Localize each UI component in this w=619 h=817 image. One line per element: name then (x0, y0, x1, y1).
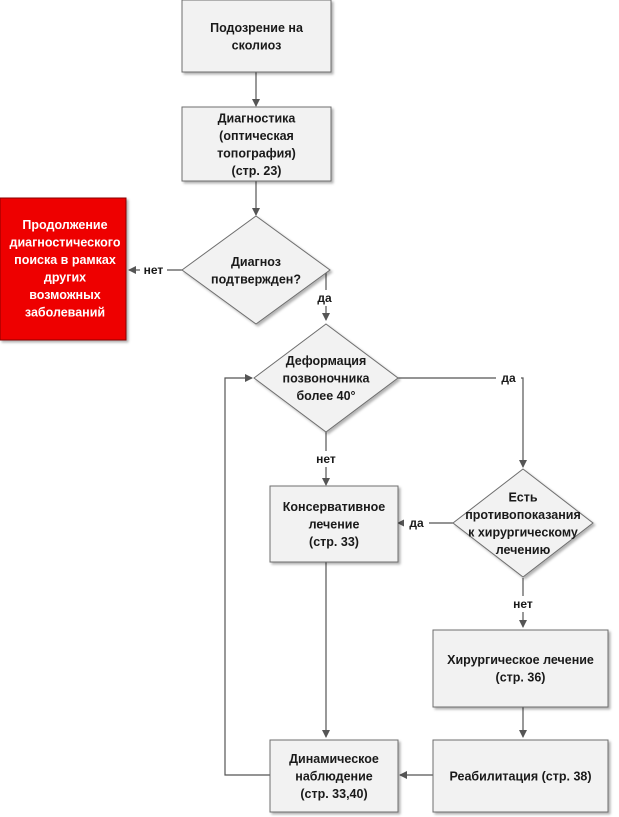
label-diagnosis-yes: да (317, 291, 332, 305)
label-contra-no: нет (513, 597, 533, 611)
node-text-line: сколиоз (232, 38, 282, 52)
node-text-line: наблюдение (295, 770, 372, 784)
node-text-line: подтвержден? (211, 272, 301, 286)
node-text-line: лечению (496, 543, 551, 557)
edge-labels: нет да да нет да нет (140, 262, 537, 612)
node-text-line: поиска в рамках (14, 253, 116, 267)
node-text-line: более 40° (296, 389, 355, 403)
box-diagnostics (181, 106, 332, 182)
node-text-line: Хирургическое лечение (447, 653, 594, 667)
node-text-line: возможных (29, 288, 101, 302)
node-text-line: Диагностика (218, 111, 297, 125)
node-text-line: противопоказания (465, 508, 581, 522)
text-deformation: Деформация позвоночника более 40° (283, 354, 371, 403)
node-text-line: Динамическое (289, 752, 379, 766)
label-deformation-no: нет (316, 452, 336, 466)
node-text-line: (стр. 33) (309, 535, 359, 549)
edge-deformation-yes (398, 377, 527, 468)
node-text-line: Реабилитация (стр. 38) (449, 770, 591, 784)
node-text-line: заболеваний (25, 305, 105, 319)
node-text-line: Консервативное (283, 500, 386, 514)
node-text-line: топография) (217, 146, 296, 160)
node-text-line: (оптическая (219, 129, 294, 143)
text-observation: Динамическое наблюдение (стр. 33,40) (289, 752, 379, 801)
nodes: Подозрение на сколиоз Диагностика (оптичес… (0, 0, 609, 813)
edge-observation-loop (224, 374, 270, 776)
text-suspicion: Подозрение на сколиоз (210, 21, 304, 53)
node-text-line: лечение (309, 518, 360, 532)
node-text-line: Продолжение (22, 218, 107, 232)
node-text-line: других (44, 270, 86, 284)
text-diagnosis-confirmed: Диагноз подтвержден? (211, 255, 301, 287)
node-text-line: диагностического (10, 235, 121, 249)
node-text-line: Подозрение на (210, 21, 304, 35)
box-rehabilitation (432, 739, 609, 813)
decision-contraindications (452, 468, 594, 578)
node-text-line: к хирургическому (468, 525, 578, 539)
node-text-line: Деформация (286, 354, 367, 368)
text-rehabilitation: Реабилитация (стр. 38) (449, 770, 591, 784)
label-deformation-yes: да (501, 371, 516, 385)
node-text-line: Есть (508, 490, 537, 504)
box-suspicion (181, 0, 332, 73)
label-diagnosis-no: нет (144, 263, 164, 277)
box-surgical (432, 629, 609, 708)
decision-diagnosis-confirmed (181, 215, 331, 325)
label-contra-yes: да (409, 516, 424, 530)
text-conservative: Консервативное лечение (стр. 33) (283, 500, 386, 549)
box-continue-search (0, 197, 127, 341)
node-text-line: позвоночника (283, 372, 371, 386)
decision-deformation (253, 323, 399, 433)
node-text-line: (стр. 23) (232, 164, 282, 178)
text-contraindications: Есть противопоказания к хирургическому лече… (465, 490, 581, 557)
box-observation (269, 739, 399, 813)
text-surgical: Хирургическое лечение (стр. 36) (447, 653, 594, 685)
node-text-line: (стр. 33,40) (300, 787, 367, 801)
node-text-line: (стр. 36) (496, 670, 546, 684)
box-conservative (269, 485, 399, 563)
text-diagnostics: Диагностика (оптическая топография) (стр. 2… (217, 111, 296, 178)
node-text-line: Диагноз (231, 255, 281, 269)
text-continue-search: Продолжение диагностического поиска в рамк… (10, 218, 121, 320)
